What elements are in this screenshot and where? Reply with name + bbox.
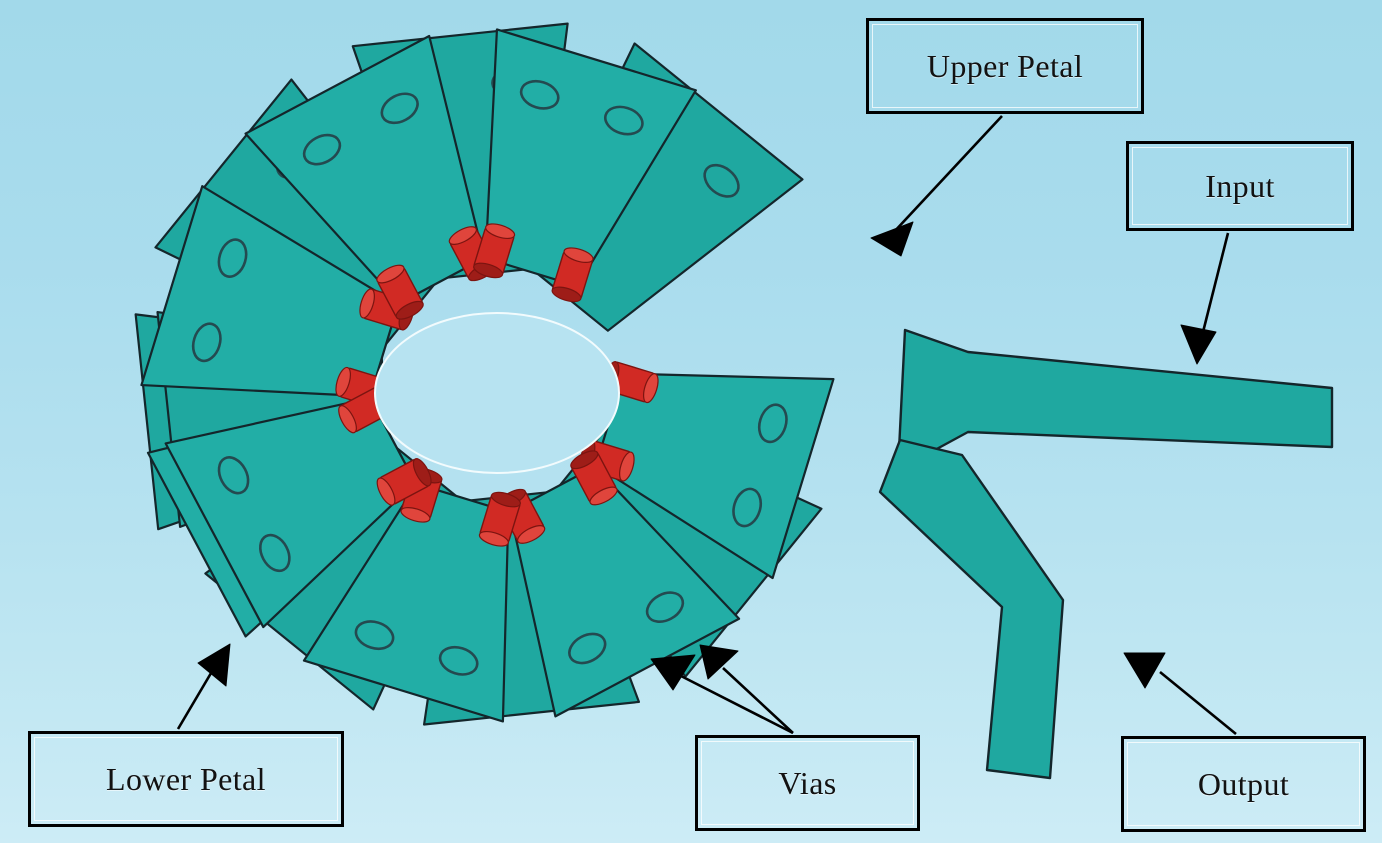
leader-input <box>1180 232 1230 365</box>
callout-label: Input <box>1205 167 1275 204</box>
arrowhead-icon <box>197 643 231 687</box>
callout-output[interactable]: Output <box>1121 736 1366 832</box>
callout-input[interactable]: Input <box>1126 141 1354 231</box>
callout-label: Output <box>1197 765 1290 802</box>
callout-vias[interactable]: Vias <box>695 735 920 831</box>
via <box>376 458 432 506</box>
leader-upper-petal <box>870 115 1003 257</box>
callout-label: Upper Petal <box>926 47 1084 84</box>
via <box>376 264 424 320</box>
upper-petals <box>140 28 835 723</box>
arrowhead-icon <box>650 654 696 691</box>
via <box>570 450 618 506</box>
output-arm <box>878 438 1065 780</box>
leader-lower-petal <box>176 643 231 730</box>
callout-label: Lower Petal <box>106 760 266 797</box>
callout-upper-petal[interactable]: Upper Petal <box>866 18 1144 114</box>
arrowhead-icon <box>699 644 739 680</box>
leader-output <box>1123 652 1237 736</box>
leader-vias <box>650 644 794 735</box>
arrowhead-icon <box>870 221 914 257</box>
arrowhead-icon <box>1180 324 1217 365</box>
via <box>473 223 516 279</box>
callout-lower-petal[interactable]: Lower Petal <box>28 731 344 827</box>
arrowhead-icon <box>1123 652 1166 689</box>
via <box>551 247 594 303</box>
via <box>478 491 521 547</box>
hub-hole <box>374 312 620 474</box>
callout-label: Vias <box>778 764 837 801</box>
